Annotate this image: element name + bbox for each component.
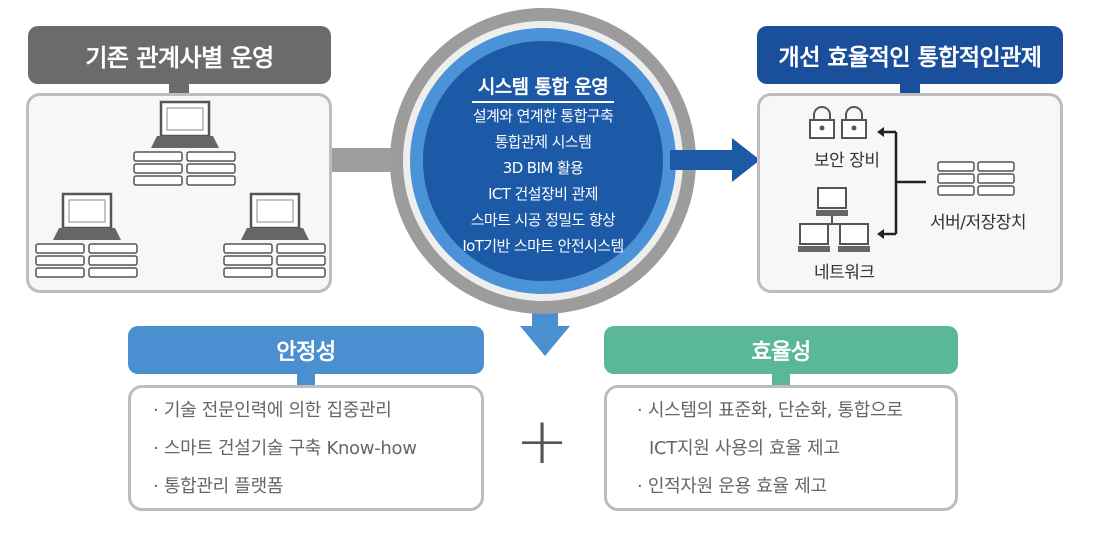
computer-icon bbox=[35, 192, 138, 278]
efficiency-header-tail bbox=[772, 374, 790, 388]
server-label: 서버/저장장치 bbox=[930, 213, 1027, 233]
stability-header: 안정성 bbox=[128, 326, 484, 374]
stability-header-tail bbox=[297, 374, 315, 388]
efficiency-header: 효율성 bbox=[604, 326, 958, 374]
left-network-illustration bbox=[35, 100, 326, 278]
network-computer-icon bbox=[838, 223, 870, 252]
center-title: 시스템 통합 운영 bbox=[471, 74, 615, 103]
list-item: · 스마트 건설기술 구축 Know-how bbox=[153, 438, 417, 459]
lock-icon bbox=[809, 106, 835, 139]
network-label: 네트워크 bbox=[814, 263, 875, 283]
server-rack-icon bbox=[937, 161, 1015, 196]
list-item: ICT지원 사용의 효율 제고 bbox=[649, 438, 840, 459]
server-rack-icon bbox=[35, 243, 138, 278]
bracket-connector bbox=[877, 127, 926, 239]
right-box-header: 개선 효율적인 통합적인관제 bbox=[757, 26, 1063, 84]
list-item: · 기술 전문인력에 의한 집중관리 bbox=[153, 400, 392, 421]
center-item: 설계와 연계한 통합구축 bbox=[472, 107, 614, 125]
efficiency-title: 효율성 bbox=[751, 340, 811, 365]
center-item: ICT 건설장비 관제 bbox=[488, 185, 598, 203]
right-network-illustration bbox=[798, 106, 1015, 252]
computer-icon bbox=[223, 192, 326, 278]
left-box-panel bbox=[26, 93, 332, 293]
right-box-panel: 보안 장비 네트워크 서버/저장장치 bbox=[757, 93, 1063, 293]
lock-icon bbox=[841, 106, 867, 139]
network-computer-icon bbox=[816, 187, 848, 224]
efficiency-panel: · 시스템의 표준화, 단순화, 통합으로 ICT지원 사용의 효율 제고 · … bbox=[604, 385, 958, 511]
stability-panel: · 기술 전문인력에 의한 집중관리 · 스마트 건설기술 구축 Know-ho… bbox=[128, 385, 484, 511]
computer-icon bbox=[133, 100, 236, 186]
list-item: · 통합관리 플랫폼 bbox=[153, 476, 284, 497]
right-box-title: 개선 효율적인 통합적인관제 bbox=[778, 45, 1042, 71]
center-text-block: 시스템 통합 운영 설계와 연계한 통합구축 통합관제 시스템 3D BIM 활… bbox=[444, 74, 642, 259]
center-item: IoT기반 스마트 안전시스템 bbox=[462, 237, 624, 255]
left-box-title: 기존 관계사별 운영 bbox=[85, 43, 274, 72]
list-item: · 시스템의 표준화, 단순화, 통합으로 bbox=[637, 400, 903, 421]
efficiency-list: · 시스템의 표준화, 단순화, 통합으로 ICT지원 사용의 효율 제고 · … bbox=[637, 392, 903, 506]
network-computer-icon bbox=[798, 223, 830, 252]
stability-title: 안정성 bbox=[276, 340, 336, 365]
right-arrow-icon bbox=[670, 138, 760, 182]
server-rack-icon bbox=[223, 243, 326, 278]
center-circle bbox=[390, 8, 696, 314]
list-item: · 인적자원 운용 효율 제고 bbox=[637, 476, 827, 497]
center-item: 통합관제 시스템 bbox=[494, 133, 592, 151]
stability-list: · 기술 전문인력에 의한 집중관리 · 스마트 건설기술 구축 Know-ho… bbox=[153, 392, 417, 506]
server-rack-icon bbox=[133, 151, 236, 186]
left-box-header: 기존 관계사별 운영 bbox=[28, 26, 331, 84]
center-item: 3D BIM 활용 bbox=[502, 159, 584, 177]
center-item: 스마트 시공 정밀도 향상 bbox=[470, 211, 616, 229]
plus-symbol: + bbox=[515, 405, 569, 479]
security-label: 보안 장비 bbox=[814, 151, 880, 171]
